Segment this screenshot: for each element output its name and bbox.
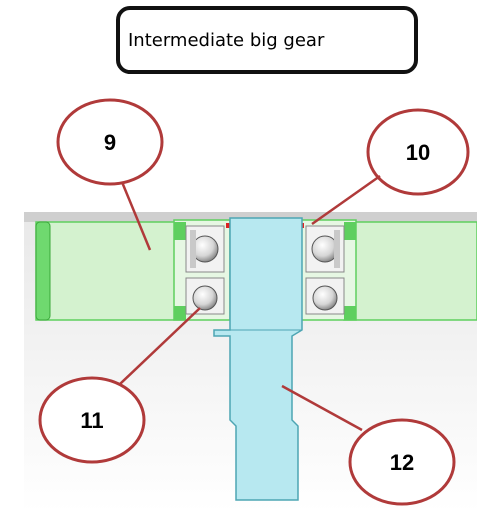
leader-11 [119, 307, 201, 385]
gear-body-right [343, 221, 477, 321]
housing-top-band [24, 212, 477, 222]
bearing-right [299, 219, 357, 321]
callout-10-label: 10 [406, 140, 430, 165]
callout-11-label: 11 [80, 408, 103, 433]
callout-12-label: 12 [390, 450, 414, 475]
shaft [213, 217, 303, 501]
leader-12 [281, 384, 363, 432]
callout-10: 10 [366, 108, 470, 196]
callout-12: 12 [348, 418, 456, 506]
callout-9-label: 9 [104, 130, 116, 155]
leader-9 [120, 181, 152, 251]
callout-9: 9 [56, 98, 164, 186]
title-box: Intermediate big gear [116, 6, 418, 74]
marker-left [226, 223, 230, 228]
bearing-left [173, 219, 231, 321]
callout-11: 11 [38, 376, 146, 464]
leader-10 [311, 174, 381, 226]
title-label: Intermediate big gear [128, 30, 325, 51]
gear-body-left [35, 221, 185, 321]
